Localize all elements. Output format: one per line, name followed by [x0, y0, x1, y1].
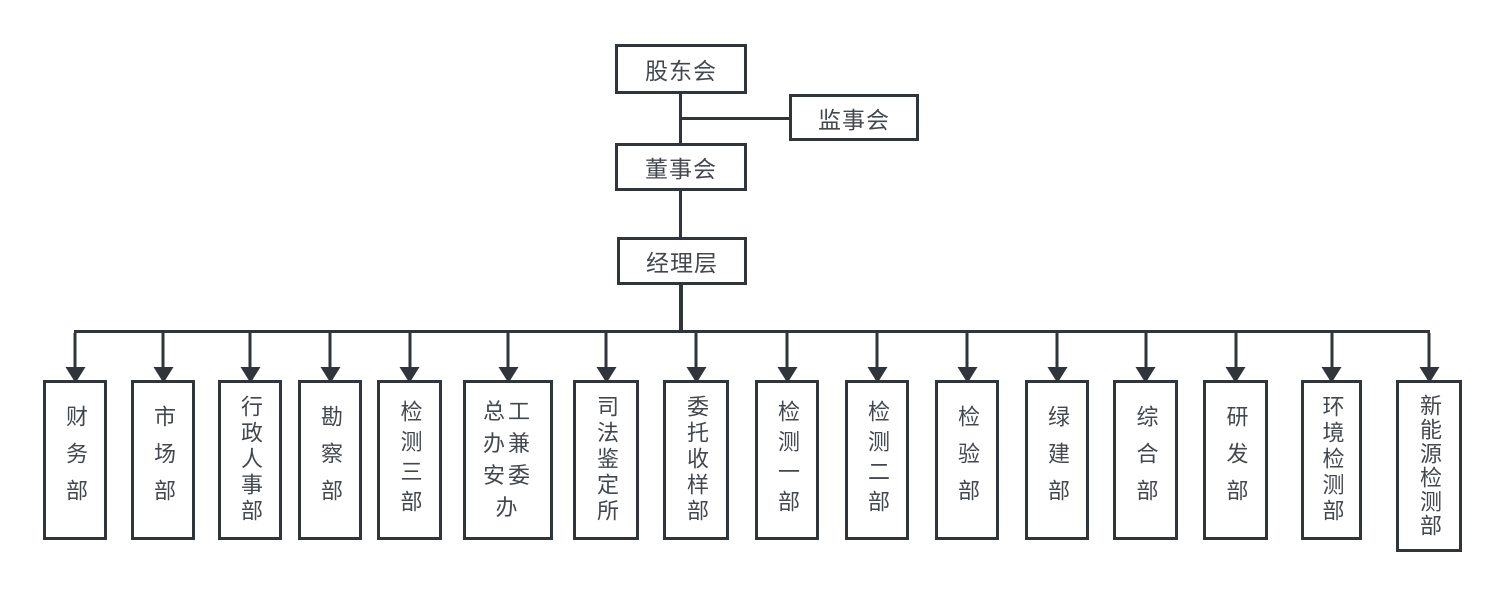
dept-label: 综合部	[1133, 404, 1159, 516]
dept-label: 财务部	[63, 404, 88, 516]
node-dept-survey: 勘察部	[298, 333, 362, 540]
node-dept-green-building: 绿建部	[1025, 333, 1089, 540]
node-board-of-directors-label: 董事会	[645, 156, 717, 182]
node-dept-general: 综合部	[1113, 333, 1178, 540]
node-dept-finance: 财务部	[43, 333, 107, 540]
dept-label: 检测一部	[775, 400, 800, 520]
connector-arrow	[248, 333, 252, 369]
connector-arrow	[408, 333, 411, 369]
connector-arrow	[604, 333, 608, 369]
connector-management-trunk	[679, 284, 683, 331]
node-management-label: 经理层	[646, 250, 718, 276]
connector-arrow	[694, 333, 698, 369]
connector-arrow	[73, 333, 77, 369]
dept-label: 绿建部	[1045, 404, 1070, 516]
node-dept-chief-engineer-safety-office: 总工办兼安委办	[463, 333, 553, 540]
connector-arrow	[1427, 333, 1431, 369]
node-supervisory-board: 监事会	[789, 94, 919, 141]
dept-label: 环境检测部	[1319, 395, 1345, 525]
dept-label: 检测三部	[397, 400, 423, 520]
node-dept-admin-hr: 行政人事部	[218, 333, 282, 540]
dept-label: 检测二部	[865, 400, 890, 520]
node-dept-rnd: 研发部	[1203, 333, 1268, 540]
node-shareholders-label: 股东会	[645, 58, 717, 84]
connector-supervisory-branch	[679, 117, 790, 120]
dept-label: 检验部	[955, 404, 980, 516]
dept-label: 勘察部	[318, 404, 343, 516]
connector-arrow	[1144, 333, 1147, 369]
connector-arrow	[1330, 333, 1333, 369]
node-dept-sample-entrust: 委托收样部	[663, 333, 729, 540]
dept-label: 市场部	[151, 404, 176, 516]
connector-board-management	[679, 190, 682, 238]
node-board-of-directors: 董事会	[615, 143, 747, 191]
connector-arrow	[875, 333, 879, 369]
node-shareholders: 股东会	[615, 44, 747, 94]
dept-label: 总工办兼安委办	[482, 399, 533, 520]
dept-label: 委托收样部	[684, 395, 709, 525]
node-dept-environment-testing: 环境检测部	[1301, 333, 1362, 540]
connector-arrow	[1234, 333, 1237, 369]
dept-label: 行政人事部	[238, 395, 263, 525]
node-dept-testing-3: 检测三部	[377, 333, 442, 540]
bus-line	[74, 330, 1430, 333]
connector-arrow	[965, 333, 969, 369]
connector-arrow	[1055, 333, 1059, 369]
node-dept-testing-1: 检测一部	[755, 333, 819, 540]
node-management: 经理层	[617, 237, 747, 285]
node-supervisory-board-label: 监事会	[818, 106, 890, 133]
dept-label: 司法鉴定所	[594, 395, 619, 525]
connector-arrow	[328, 333, 332, 369]
node-dept-new-energy-testing: 新能源检测部	[1396, 333, 1462, 552]
node-dept-inspection: 检验部	[935, 333, 999, 540]
connector-arrow	[785, 333, 789, 369]
dept-label: 研发部	[1223, 404, 1249, 516]
node-dept-judicial-appraisal: 司法鉴定所	[573, 333, 639, 540]
connector-arrow	[161, 333, 165, 369]
node-dept-market: 市场部	[131, 333, 195, 540]
connector-arrow	[506, 333, 510, 369]
node-dept-testing-2: 检测二部	[845, 333, 909, 540]
dept-label: 新能源检测部	[1417, 394, 1442, 538]
